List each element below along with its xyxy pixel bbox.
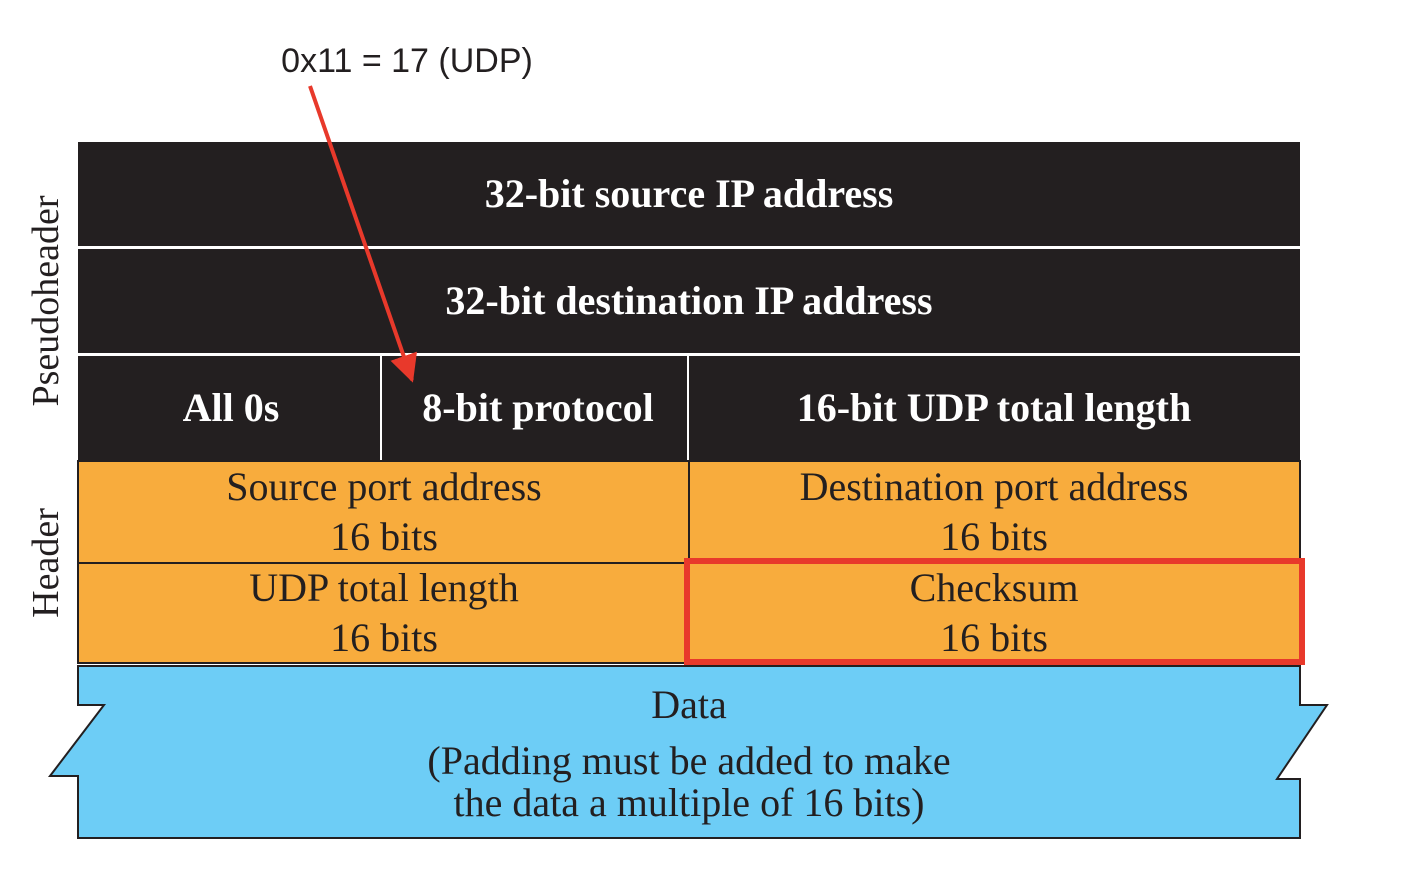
pseudoheader-row-source-ip — [78, 142, 1300, 246]
total-length-size: 16 bits — [330, 615, 438, 660]
protocol-annotation: 0x11 = 17 (UDP) — [281, 42, 533, 80]
protocol-field: 8-bit protocol — [422, 385, 653, 430]
udp-length-field: 16-bit UDP total length — [797, 385, 1191, 430]
destination-ip-field: 32-bit destination IP address — [445, 278, 932, 323]
source-ip-field: 32-bit source IP address — [485, 171, 894, 216]
pseudoheader-row-destination-ip — [78, 249, 1300, 353]
header-side-label: Header — [25, 508, 67, 618]
checksum-name: Checksum — [910, 565, 1079, 610]
destination-port-name: Destination port address — [800, 464, 1189, 509]
source-port-size: 16 bits — [330, 514, 438, 559]
source-port-name: Source port address — [226, 464, 541, 509]
data-note-line1: (Padding must be added to make — [427, 738, 950, 783]
data-note-line2: the data a multiple of 16 bits) — [454, 780, 925, 825]
annotation-arrow — [308, 85, 417, 383]
data-title: Data — [651, 682, 727, 727]
checksum-highlight — [684, 558, 1305, 665]
total-length-name: UDP total length — [249, 565, 519, 610]
data-block — [47, 665, 1329, 839]
zeros-field: All 0s — [183, 385, 280, 430]
pseudoheader-side-label: Pseudoheader — [25, 195, 67, 406]
checksum-size: 16 bits — [940, 615, 1048, 660]
destination-port-size: 16 bits — [940, 514, 1048, 559]
